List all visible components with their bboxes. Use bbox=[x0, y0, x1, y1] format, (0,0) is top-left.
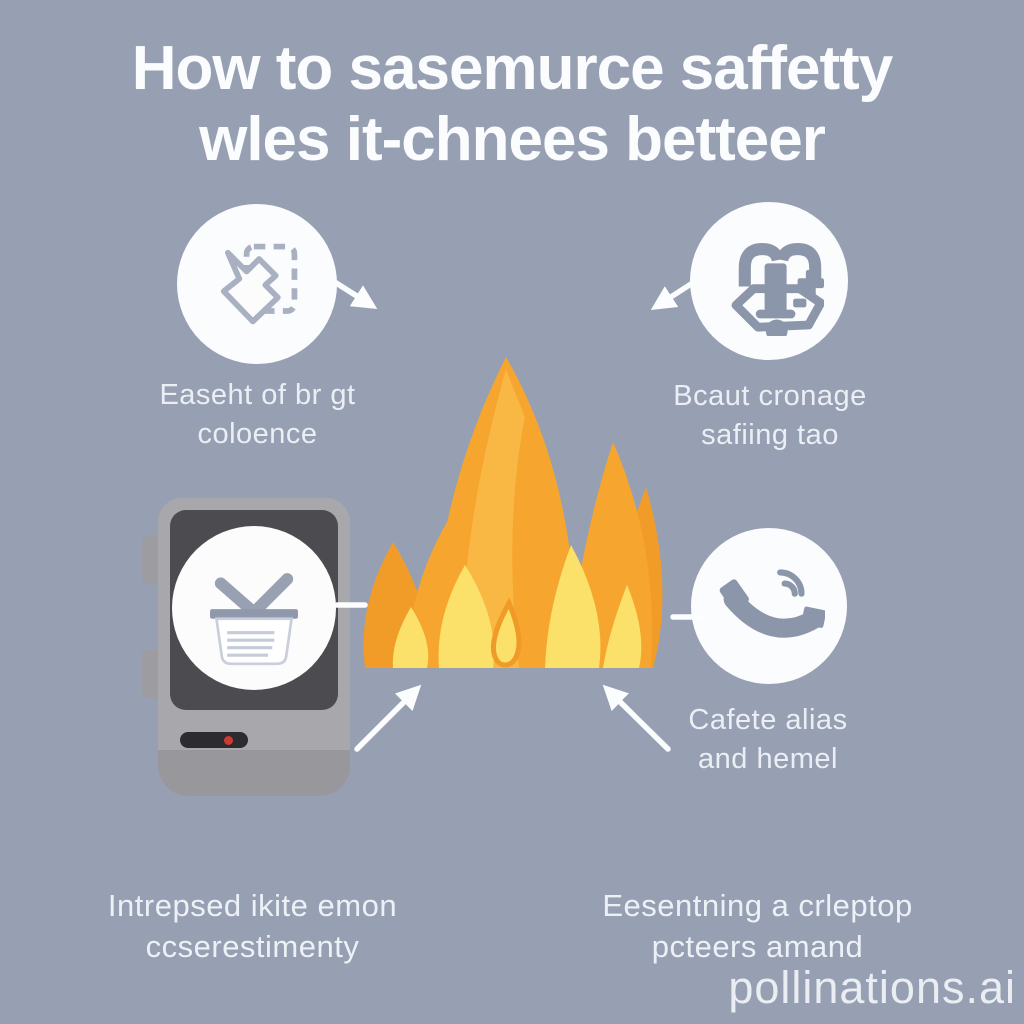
dashed-square-shape bbox=[243, 243, 298, 314]
valve-hooks-icon bbox=[731, 243, 824, 336]
mid-right-label: Cafete alias and hemel bbox=[613, 701, 923, 779]
handset-earpiece-shape bbox=[719, 579, 749, 611]
flame-droplet bbox=[490, 597, 522, 668]
arrow-bottom-left bbox=[354, 684, 422, 752]
smoke-detector-device bbox=[140, 498, 354, 800]
flame-inner-yellow bbox=[603, 585, 642, 668]
bottom-right-caption: Eesentning a crleptop pcteers amand bbox=[555, 885, 960, 967]
handset-mouthpiece-shape bbox=[801, 606, 825, 628]
stick-shape bbox=[214, 577, 261, 620]
hexagon-shape bbox=[731, 284, 824, 332]
title-line-1: How to sasemurce saffetty bbox=[131, 34, 894, 103]
top-left-circle bbox=[177, 204, 337, 364]
dot-shape bbox=[765, 319, 788, 336]
title-line-2: wles it-chnees betteer bbox=[199, 104, 826, 174]
top-right-circle bbox=[690, 202, 848, 360]
cylinder-shape bbox=[764, 263, 787, 312]
phone-signal-icon bbox=[719, 569, 825, 638]
folded-map-icon bbox=[220, 243, 298, 325]
flame-inner-yellow bbox=[438, 565, 494, 668]
left-hook-shape bbox=[738, 243, 784, 287]
bottom-left-caption-line1: Intrepsed ikite emon bbox=[107, 888, 398, 923]
basket-rim-shape bbox=[210, 609, 298, 619]
folded-map-shape bbox=[220, 249, 281, 325]
plus-v-shape bbox=[805, 270, 816, 297]
top-left-label-line2: coloence bbox=[197, 418, 318, 450]
arrow-top-left bbox=[330, 278, 378, 309]
stick-shape bbox=[247, 573, 294, 620]
mid-right-circle bbox=[691, 528, 847, 684]
watermark: pollinations.ai bbox=[728, 962, 1016, 1013]
bottom-left-caption: Intrepsed ikite emon ccserestimenty bbox=[55, 885, 450, 967]
signal-arc-shape bbox=[777, 569, 805, 597]
right-hook-shape bbox=[776, 243, 822, 287]
arrow-bottom-right bbox=[602, 684, 671, 752]
arrow-top-right bbox=[650, 279, 697, 311]
device-led bbox=[224, 736, 233, 745]
flame-inner-yellow bbox=[545, 545, 601, 668]
tab-shape bbox=[793, 298, 807, 308]
bottom-left-caption-line2: ccserestimenty bbox=[145, 929, 360, 964]
cylinder-base-shape bbox=[755, 309, 796, 319]
top-right-label: Bcaut cronage safiing tao bbox=[585, 377, 955, 455]
flame-icon bbox=[363, 357, 663, 668]
top-right-label-line2: safiing tao bbox=[701, 419, 839, 451]
bottom-right-caption-line2: pcteers amand bbox=[651, 929, 864, 964]
bottom-right-caption-line1: Eesentning a crleptop bbox=[602, 888, 913, 923]
basket-lines-shape bbox=[227, 631, 275, 657]
device-bottom-band bbox=[158, 750, 350, 796]
top-left-label-line1: Easeht of br gt bbox=[159, 379, 356, 411]
basket-icon bbox=[210, 573, 298, 666]
device-slider bbox=[180, 732, 248, 748]
mid-right-label-line1: Cafete alias bbox=[688, 704, 848, 736]
device-circle bbox=[172, 526, 336, 690]
page-title: How to sasemurce saffetty wles it-chnees… bbox=[0, 34, 1024, 175]
top-right-label-line1: Bcaut cronage bbox=[673, 380, 867, 412]
top-left-label: Easeht of br gt coloence bbox=[70, 376, 445, 454]
flame-inner-yellow bbox=[392, 607, 429, 668]
mid-right-label-line2: and hemel bbox=[698, 743, 838, 775]
signal-arc-shape bbox=[781, 580, 798, 597]
